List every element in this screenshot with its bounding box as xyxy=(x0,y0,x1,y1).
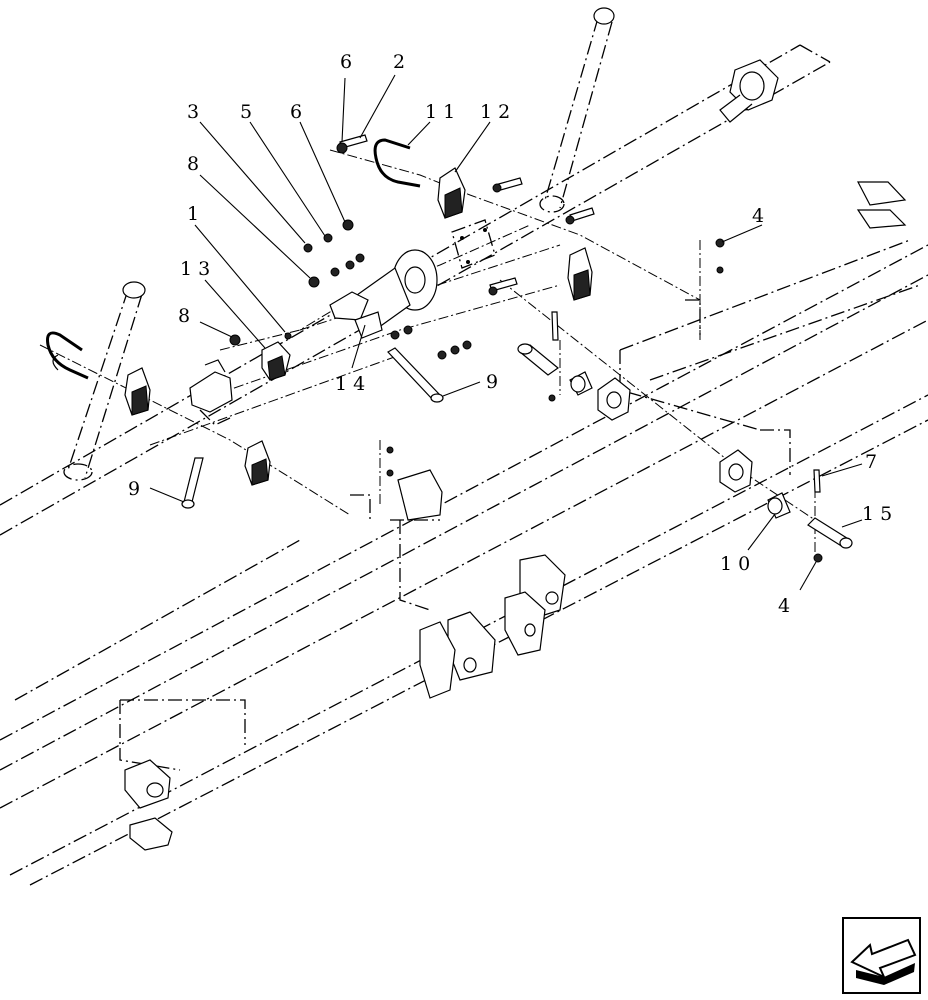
hardware-nuts-washers xyxy=(229,142,823,563)
callout-11: 11 xyxy=(425,101,461,123)
lock-pin-right xyxy=(813,469,821,493)
right-vertical-arm xyxy=(539,7,615,213)
callout-7: 7 xyxy=(865,451,883,473)
tube-bracket xyxy=(189,359,233,426)
pivot-bracket xyxy=(261,341,291,381)
clamp-block-top xyxy=(437,167,466,219)
callout-9-upper: 9 xyxy=(486,371,504,393)
callout-6-top: 6 xyxy=(340,51,358,73)
callout-labels: 6 2 11 12 3 5 6 8 1 13 8 14 9 9 4 7 15 1… xyxy=(128,51,898,617)
hinge-clip-top-right xyxy=(856,181,907,229)
front-frame-rail xyxy=(119,519,440,771)
pivot-pin-right xyxy=(807,517,853,549)
callout-1: 1 xyxy=(187,203,205,225)
hardware-bolts xyxy=(339,134,595,292)
lower-clevis xyxy=(124,759,173,851)
callout-10: 10 xyxy=(720,553,756,575)
callout-8-upper: 8 xyxy=(187,153,205,175)
long-pin-lower xyxy=(181,457,204,509)
callout-12: 12 xyxy=(480,101,516,123)
right-box-beam xyxy=(350,239,921,520)
u-bolt-top xyxy=(373,138,421,188)
callout-4-upper: 4 xyxy=(752,205,770,227)
long-pin-upper xyxy=(387,347,444,403)
callout-14: 14 xyxy=(335,373,371,395)
callout-8-lower: 8 xyxy=(178,305,196,327)
pivot-pin-center xyxy=(517,343,559,376)
callout-6-mid: 6 xyxy=(290,101,308,123)
callout-15: 15 xyxy=(862,503,898,525)
callout-leaders xyxy=(149,74,863,591)
lock-pin-center xyxy=(551,311,559,341)
u-bolt-left xyxy=(46,331,89,380)
left-vertical-arm xyxy=(63,281,146,481)
clamp-block-right xyxy=(567,247,593,301)
callout-13: 13 xyxy=(180,258,216,280)
callout-9-lower: 9 xyxy=(128,478,146,500)
callout-4-lower: 4 xyxy=(778,595,796,617)
mount-plate xyxy=(451,219,496,269)
end-flange xyxy=(719,59,779,123)
front-mount-brackets xyxy=(397,469,566,699)
bushing-right xyxy=(767,492,791,519)
callout-2: 2 xyxy=(393,51,411,73)
hinge-hub-assembly xyxy=(329,249,438,339)
clamp-block-left xyxy=(124,367,151,416)
back-arrow-icon[interactable] xyxy=(842,917,921,994)
callout-3: 3 xyxy=(187,101,205,123)
bushing-center xyxy=(569,371,593,396)
clamp-block-lower xyxy=(244,440,271,486)
callout-5: 5 xyxy=(240,101,258,123)
